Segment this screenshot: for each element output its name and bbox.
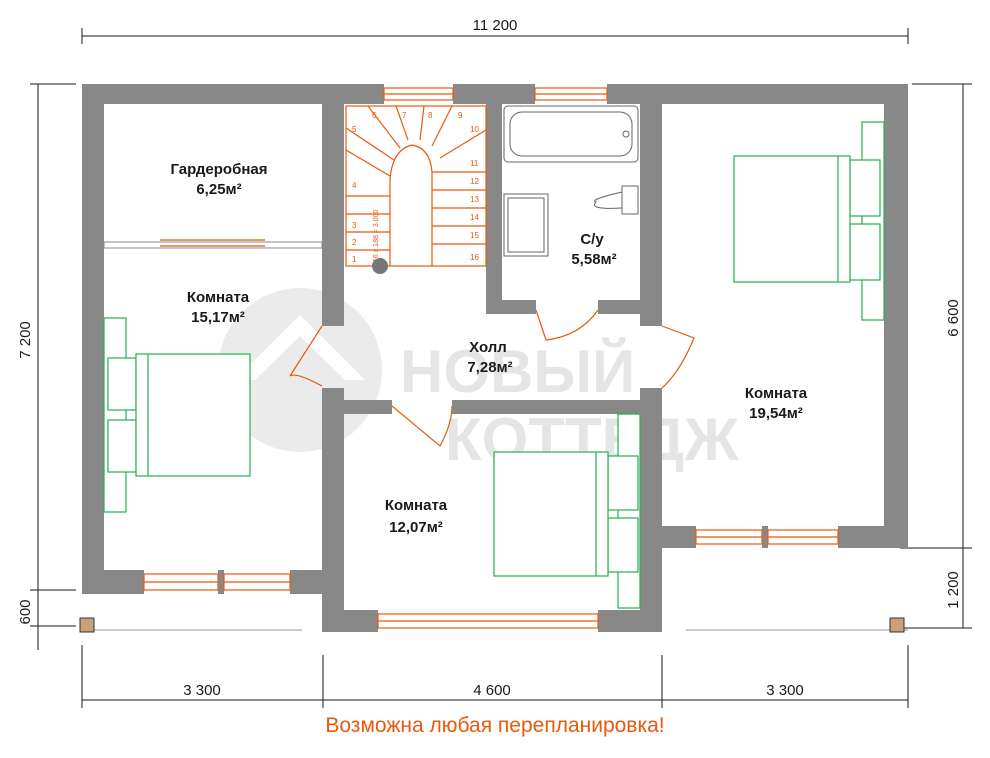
doors [160,239,695,447]
svg-text:12: 12 [470,177,479,186]
door-bathroom [535,309,599,341]
room-center-name: Комната [385,497,448,514]
svg-text:3: 3 [352,221,357,230]
beds [103,121,885,609]
svg-text:7: 7 [402,111,407,120]
svg-text:13: 13 [470,195,479,204]
room-left-area: 15,17м² [191,309,245,326]
svg-text:5: 5 [352,125,357,134]
windows [143,87,839,629]
dim-right-lower: 1 200 [945,571,962,609]
watermark-line-1: НОВЫЙ [400,338,635,405]
svg-text:10: 10 [470,125,479,134]
room-hall-area: 7,28м² [467,359,512,376]
svg-text:9: 9 [458,111,463,120]
svg-text:16: 16 [470,253,479,262]
dim-total-width: 11 200 [473,17,518,34]
room-wardrobe-name: Гардеробная [170,161,267,178]
dim-left-lower: 600 [17,599,34,624]
room-hall-name: Холл [469,339,507,356]
bathroom-fixtures [503,105,639,257]
svg-text:14: 14 [470,213,479,222]
walls [82,84,908,632]
svg-text:15: 15 [470,231,479,240]
bed-center-room [493,413,641,609]
footer-note: Возможна любая перепланировка! [325,714,664,737]
room-right-area: 19,54м² [749,405,803,422]
door-right-room [661,325,695,389]
dim-right-height: 6 600 [945,299,962,337]
svg-text:1: 1 [352,255,357,264]
toilet-bowl [594,191,623,209]
toilet-tank [621,185,639,215]
door-left-room [289,325,323,387]
shower [503,193,549,257]
stair-step-numbers: 1 2 3 4 5 6 7 8 9 10 11 12 13 14 15 16 1… [352,111,479,264]
stair-note: 16 x 188 = 3 000 [373,210,380,262]
room-right-name: Комната [745,385,808,402]
svg-text:6: 6 [372,111,377,120]
svg-text:8: 8 [428,111,433,120]
staircase [345,105,487,267]
bed-right-room [733,121,885,321]
door-center-room [391,405,453,447]
watermark-logo-house [235,315,365,380]
dim-bottom-right: 3 300 [766,682,804,699]
dim-total-height: 7 200 [17,321,34,359]
room-wardrobe-area: 6,25м² [196,181,241,198]
svg-text:11: 11 [470,159,479,168]
room-bathroom-name: С/у [580,231,604,248]
stair-post [372,258,388,274]
porch-post-right [889,617,905,633]
room-bathroom-area: 5,58м² [571,251,616,268]
bathtub [503,105,639,163]
svg-text:2: 2 [352,238,357,247]
dim-bottom-center: 4 600 [473,682,511,699]
bed-left-room [103,317,251,513]
porch-post-left [79,617,95,633]
dimension-lines [30,28,972,708]
dim-bottom-left: 3 300 [183,682,221,699]
svg-text:4: 4 [352,181,357,190]
room-left-name: Комната [187,289,250,306]
room-center-area: 12,07м² [389,519,443,536]
